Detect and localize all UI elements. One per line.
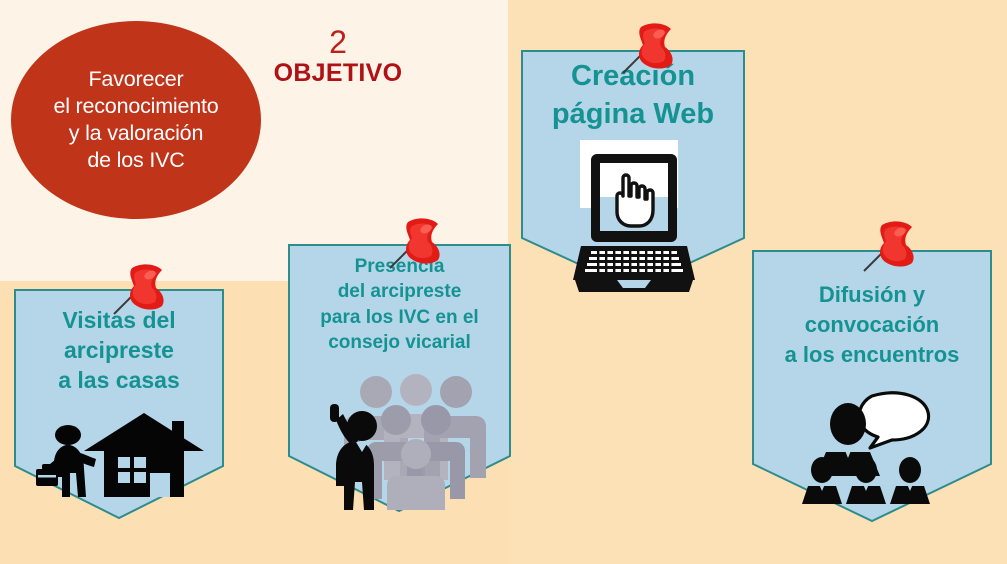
goal-ellipse-text: Favorecer el reconocimiento y la valorac… [53,66,219,173]
objective-number: 2 [329,24,347,60]
banner-difusion[interactable]: Difusión y convocación a los encuentros [752,221,992,523]
speaker-with-crowd-icon [326,370,486,510]
page-title: 2 OBJETIVO [258,24,418,87]
objective-label: OBJETIVO [273,58,403,87]
banner-shape-difusion [752,250,992,523]
banner-web[interactable]: Creación página Web [521,23,745,292]
red-pushpin-icon-web [621,21,685,81]
goal-ellipse: Favorecer el reconocimiento y la valorac… [11,21,261,219]
banner-web-title: Creación página Web [551,60,715,130]
red-pushpin-icon-visitas [112,262,176,322]
banner-difusion-title: Difusión y convocación a los encuentros [784,282,960,367]
speaker-with-speech-bubble-and-audience-icon [800,390,948,510]
red-pushpin-icon-presencia [388,216,452,276]
person-walking-with-briefcase-and-house-icon [36,411,206,501]
banner-visitas[interactable]: Visitas del arcipreste a las casas [14,264,224,520]
banner-presencia[interactable]: Presencia del arcipreste para los IVC en… [288,218,511,513]
laptop-with-pointing-hand-cursor-icon [571,140,697,295]
red-pushpin-icon-difusion [862,219,926,279]
banner-visitas-title: Visitas del arcipreste a las casas [58,307,180,394]
